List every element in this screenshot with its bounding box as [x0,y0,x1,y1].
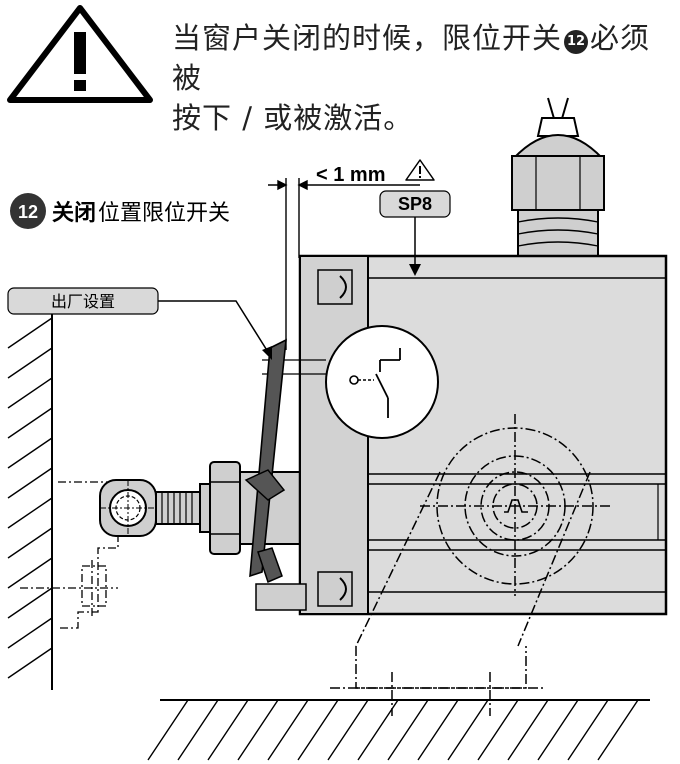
floor [147,699,650,761]
warning-triangle-icon [7,5,153,103]
warning-badge: 12 [564,30,589,54]
warning-line1-after: 必须被 [172,21,651,95]
small-warning-icon [405,159,435,181]
switch-label-bold: 关闭 [52,201,96,226]
output-arm [330,414,612,716]
switch-badge-number: 12 [18,202,38,222]
lever [244,338,287,584]
sp8-label: SP8 [398,194,432,214]
gap-dimension [268,178,420,350]
warning-line2: 按下 / 或被激活。 [172,101,414,135]
cable-gland [511,97,605,257]
sp8-arrow [409,217,421,276]
factory-label: 出厂设置 [51,292,115,311]
wall [7,312,53,690]
switch-label-rest: 位置限位开关 [98,201,230,226]
switch-number-badge [10,193,46,229]
factory-leader [158,300,272,360]
limit-switch-symbol [262,325,439,439]
arm-cam-icon [504,499,528,513]
gap-label: < 1 mm [316,164,385,186]
warning-line1-before: 当窗户关闭的时候，限位开关 [172,21,563,55]
